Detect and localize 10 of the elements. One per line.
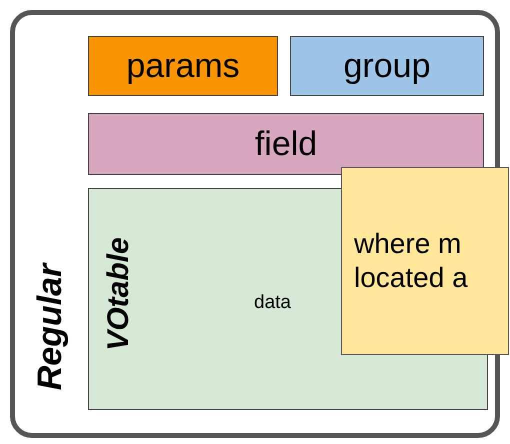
box-label: group (344, 49, 430, 83)
vertical-heading: VOtable (104, 236, 134, 353)
group-box (290, 36, 484, 96)
box-label: field (254, 127, 318, 161)
field-box (88, 113, 484, 175)
data-label: data (254, 291, 291, 315)
box-label: params (126, 49, 240, 83)
note-text: where m located a (353, 227, 469, 295)
params-box (88, 36, 278, 96)
vertical-heading: Regular (33, 261, 67, 392)
